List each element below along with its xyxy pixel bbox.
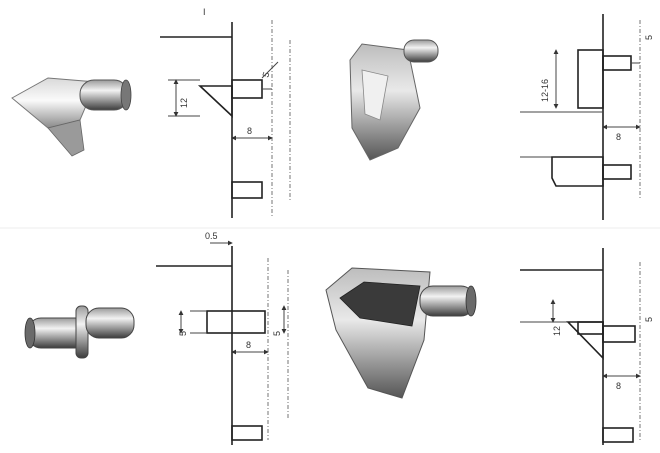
dim-3-right-dia: 5 — [272, 331, 282, 336]
dim-4-diameter: 5 — [644, 317, 654, 322]
dim-3-offset: 0.5 — [205, 231, 218, 241]
technical-drawing-2: 12-16 8 5 — [520, 14, 654, 220]
product-photo-2 — [349, 39, 439, 161]
dim-4-height: 12 — [552, 326, 562, 336]
dim-3-depth: 8 — [246, 340, 251, 350]
product-photo-4 — [325, 267, 477, 399]
product-photo-3 — [24, 305, 135, 359]
dim-1-height: 12 — [179, 98, 189, 108]
dim-4-depth: 8 — [616, 381, 621, 391]
technical-drawing-3: 0.5 5 5 8 — [156, 231, 289, 445]
dim-3-left-dia: 5 — [178, 331, 188, 336]
dim-2-depth: 8 — [616, 132, 621, 142]
technical-drawing-1: I 12 8 5 — [160, 7, 291, 218]
marker-label: I — [203, 7, 206, 17]
dim-2-diameter: 5 — [644, 35, 654, 40]
dim-1-depth: 8 — [247, 126, 252, 136]
technical-drawing-4: 12 8 5 — [520, 248, 654, 445]
product-photo-1 — [11, 77, 132, 157]
dim-2-height: 12-16 — [540, 79, 550, 102]
